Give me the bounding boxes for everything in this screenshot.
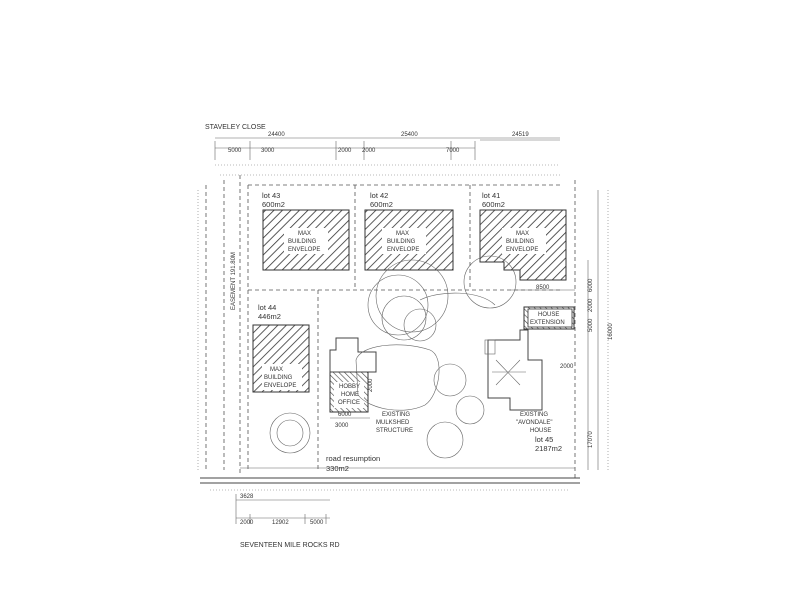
svg-text:HOUSE: HOUSE bbox=[530, 428, 551, 434]
dim-top-1: 5000 bbox=[228, 148, 242, 154]
dim-top-5: 2000 bbox=[362, 148, 376, 154]
svg-text:12902: 12902 bbox=[272, 520, 289, 526]
inner-dimensions: 8500 6000 2000 3000 2000 bbox=[330, 285, 575, 429]
svg-text:BUILDING: BUILDING bbox=[387, 239, 416, 245]
svg-text:3628: 3628 bbox=[240, 494, 254, 500]
svg-text:6000: 6000 bbox=[338, 412, 352, 418]
svg-text:ENVELOPE: ENVELOPE bbox=[288, 247, 320, 253]
hobby-home-office: HOBBY HOME OFFICE bbox=[329, 337, 377, 413]
vegetation bbox=[269, 255, 517, 459]
dim-right-1: 6000 bbox=[588, 278, 594, 292]
lot-45-area: 2187m2 bbox=[535, 444, 562, 453]
svg-text:ENVELOPE: ENVELOPE bbox=[387, 247, 419, 253]
svg-text:"AVONDALE": "AVONDALE" bbox=[516, 420, 553, 426]
lot-44-name: lot 44 bbox=[258, 303, 276, 312]
svg-text:EXISTING: EXISTING bbox=[520, 412, 548, 418]
svg-text:MAX: MAX bbox=[298, 231, 311, 237]
right-dimension-lines: 6000 2000 5000 17070 16000 bbox=[574, 180, 614, 480]
dim-right-4: 17070 bbox=[588, 431, 594, 448]
dim-top-2: 3000 bbox=[261, 148, 275, 154]
existing-structure: EXISTING MULKSHED STRUCTURE bbox=[355, 344, 440, 434]
dim-right-3: 5000 bbox=[588, 318, 594, 332]
left-boundary: EASEMENT 191.80M bbox=[197, 175, 241, 475]
svg-text:3000: 3000 bbox=[335, 423, 349, 429]
envelope-lot-43: MAX BUILDING ENVELOPE bbox=[262, 209, 350, 271]
svg-text:8500: 8500 bbox=[536, 285, 550, 291]
envelope-lot-44: MAX BUILDING ENVELOPE bbox=[252, 324, 310, 393]
svg-text:BUILDING: BUILDING bbox=[264, 375, 293, 381]
street-name-top: STAVELEY CLOSE bbox=[205, 124, 266, 131]
lot-42-name: lot 42 bbox=[370, 191, 388, 200]
svg-text:HOBBY: HOBBY bbox=[339, 384, 360, 390]
lot-43-name: lot 43 bbox=[262, 191, 280, 200]
dim-top-6: 25400 bbox=[401, 132, 418, 138]
dim-right-2: 2000 bbox=[588, 298, 594, 312]
road-resumption-area: 330m2 bbox=[326, 464, 349, 473]
house-extension: HOUSE EXTENSION bbox=[523, 306, 575, 330]
lot-41-area: 600m2 bbox=[482, 200, 505, 209]
lot-41-name: lot 41 bbox=[482, 191, 500, 200]
street-name-bottom: SEVENTEEN MILE ROCKS RD bbox=[240, 542, 340, 549]
svg-text:5000: 5000 bbox=[310, 520, 324, 526]
lot-43-area: 600m2 bbox=[262, 200, 285, 209]
svg-text:2000: 2000 bbox=[560, 364, 574, 370]
dim-top-4: 2000 bbox=[338, 148, 352, 154]
envelope-lot-42: MAX BUILDING ENVELOPE bbox=[364, 209, 454, 271]
lot-44-area: 446m2 bbox=[258, 312, 281, 321]
lot-boundaries bbox=[200, 184, 580, 491]
svg-text:ENVELOPE: ENVELOPE bbox=[264, 383, 296, 389]
lot-45-name: lot 45 bbox=[535, 435, 553, 444]
road-resumption-name: road resumption bbox=[326, 454, 380, 463]
svg-text:MAX: MAX bbox=[270, 367, 283, 373]
dim-right-5: 16000 bbox=[608, 323, 614, 340]
svg-text:OFFICE: OFFICE bbox=[338, 400, 360, 406]
svg-text:EXTENSION: EXTENSION bbox=[530, 320, 565, 326]
svg-text:BUILDING: BUILDING bbox=[288, 239, 317, 245]
dim-top-8: 24519 bbox=[512, 132, 529, 138]
svg-text:STRUCTURE: STRUCTURE bbox=[376, 428, 413, 434]
dim-top-3: 24400 bbox=[268, 132, 285, 138]
lot-42-area: 600m2 bbox=[370, 200, 393, 209]
svg-text:EXISTING: EXISTING bbox=[382, 412, 410, 418]
svg-text:HOUSE: HOUSE bbox=[538, 312, 559, 318]
top-dimension-lines: 5000 3000 24400 2000 2000 25400 7000 245… bbox=[214, 132, 560, 176]
svg-text:2000: 2000 bbox=[240, 520, 254, 526]
bottom-dimension-lines: 3628 2000 12902 5000 bbox=[235, 494, 330, 526]
svg-text:MAX: MAX bbox=[396, 231, 409, 237]
svg-text:2000: 2000 bbox=[368, 378, 374, 392]
svg-text:ENVELOPE: ENVELOPE bbox=[506, 247, 538, 253]
svg-text:MAX: MAX bbox=[516, 231, 529, 237]
easement-label: EASEMENT 191.80M bbox=[231, 252, 237, 310]
existing-avondale-house: EXISTING "AVONDALE" HOUSE bbox=[484, 329, 553, 434]
svg-text:HOME: HOME bbox=[341, 392, 359, 398]
svg-text:MULKSHED: MULKSHED bbox=[376, 420, 410, 426]
svg-text:BUILDING: BUILDING bbox=[506, 239, 535, 245]
envelope-lot-41: MAX BUILDING ENVELOPE bbox=[479, 209, 567, 281]
dim-top-7: 7000 bbox=[446, 148, 460, 154]
